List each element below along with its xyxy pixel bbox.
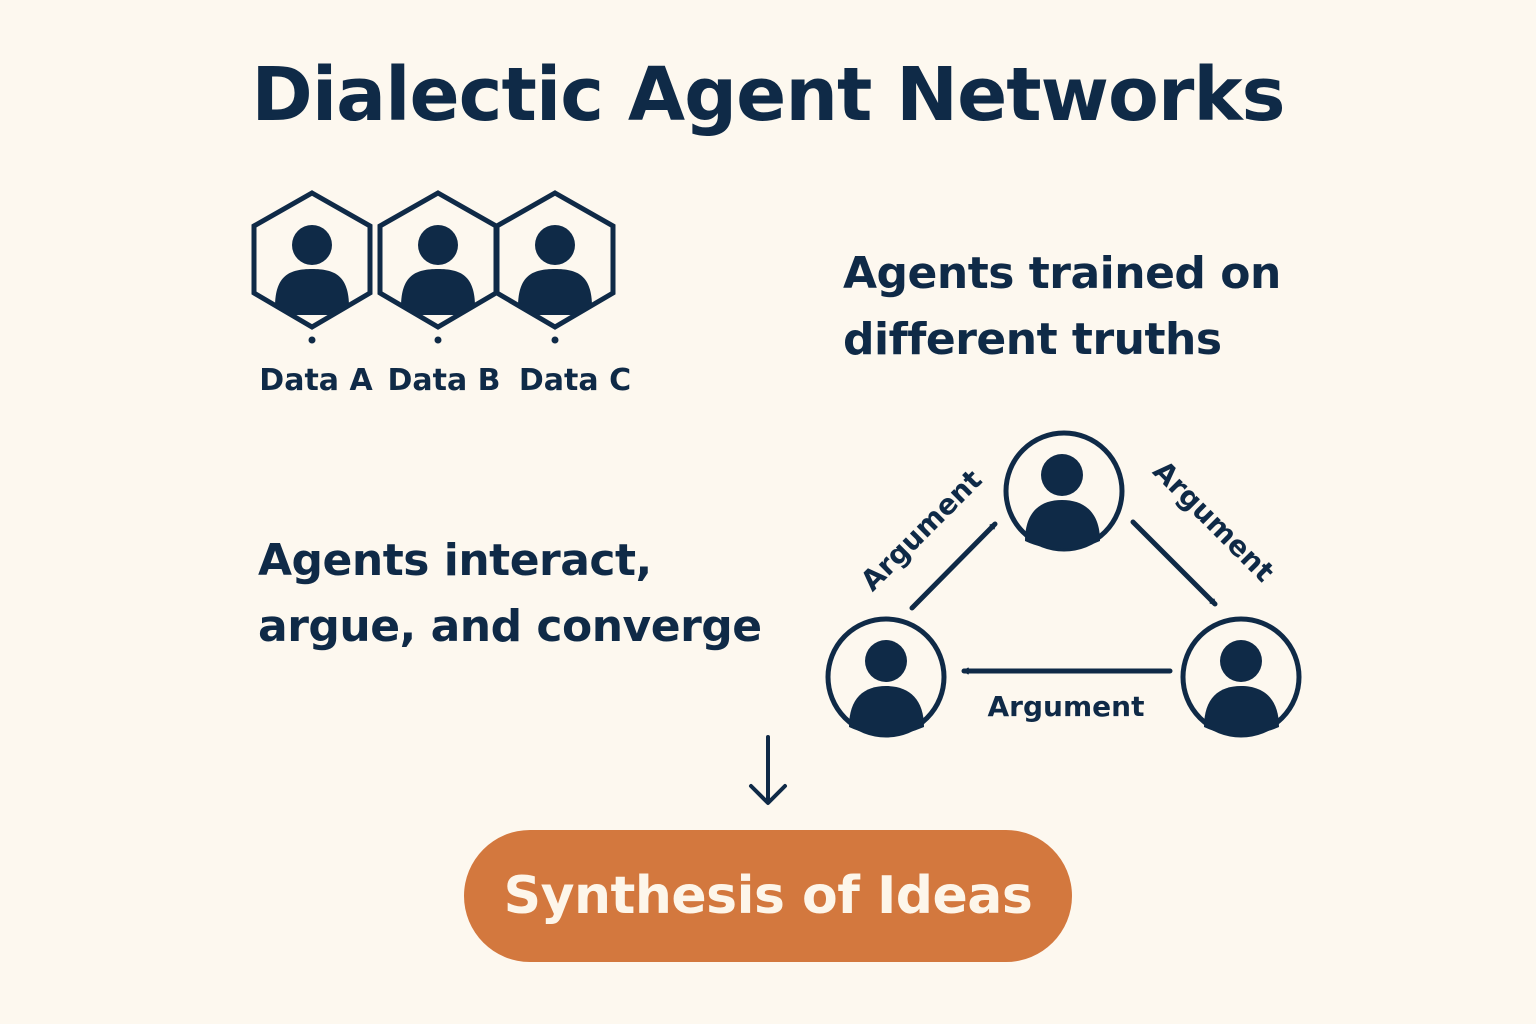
trained-description: Agents trained on different truths	[843, 241, 1281, 373]
hexagon-frame	[494, 190, 616, 330]
agent-right	[1180, 616, 1302, 738]
data-agent-a	[251, 190, 373, 344]
argument-label-left: Argument	[854, 463, 988, 597]
user-icon	[275, 225, 349, 315]
arrow-top-to-right	[1130, 519, 1218, 607]
arrow-left-to-top	[909, 521, 998, 611]
argument-label-right: Argument	[1147, 454, 1281, 588]
agent-top	[1003, 430, 1125, 552]
data-label-c: Data C	[519, 363, 631, 398]
connector-dot	[551, 336, 559, 344]
down-arrow-icon	[749, 735, 787, 805]
data-label-b: Data B	[387, 363, 500, 398]
data-agent-b	[377, 190, 499, 344]
user-icon	[1204, 640, 1279, 735]
page-title: Dialectic Agent Networks	[251, 52, 1285, 138]
data-agent-c	[494, 190, 616, 344]
synthesis-pill: Synthesis of Ideas	[464, 830, 1072, 962]
user-icon	[849, 640, 924, 735]
interact-line-2: argue, and converge	[258, 601, 762, 652]
interact-description: Agents interact, argue, and converge	[258, 528, 762, 660]
user-icon	[401, 225, 475, 315]
connector-dot	[434, 336, 442, 344]
user-icon	[518, 225, 592, 315]
agent-left	[825, 616, 947, 738]
trained-line-2: different truths	[843, 314, 1222, 365]
interact-line-1: Agents interact,	[258, 535, 652, 586]
agent-ring	[1003, 430, 1125, 552]
trained-line-1: Agents trained on	[843, 248, 1281, 299]
connector-dot	[308, 336, 316, 344]
hexagon-frame	[251, 190, 373, 330]
user-icon	[1025, 454, 1100, 549]
argument-label-bottom: Argument	[988, 690, 1145, 723]
data-label-a: Data A	[259, 363, 373, 398]
